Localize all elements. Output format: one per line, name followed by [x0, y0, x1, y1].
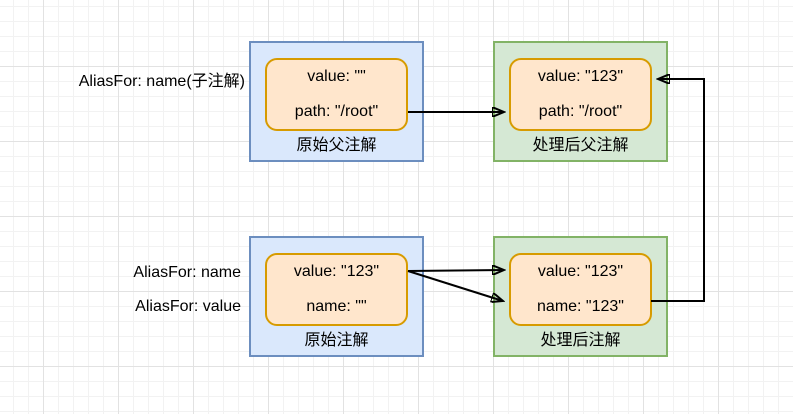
field-value: value: "123"	[537, 263, 624, 281]
arrow-name-to-parent-value[interactable]	[651, 79, 705, 302]
box-original-parent[interactable]: value: "" path: "/root" 原始父注解	[249, 41, 424, 162]
record-original-parent[interactable]: value: "" path: "/root"	[265, 58, 408, 131]
annotation-aliasfor-name: AliasFor: name	[133, 264, 241, 281]
arrow-value-to-value[interactable]	[407, 270, 504, 271]
box-label-original-parent: 原始父注解	[296, 137, 377, 154]
field-value: value: "123"	[537, 68, 624, 86]
arrow-value-to-name[interactable]	[407, 270, 503, 301]
field-name: name: "123"	[537, 297, 624, 315]
annotation-aliasfor-child: AliasFor: name(子注解)	[78, 73, 245, 90]
box-original[interactable]: value: "123" name: "" 原始注解	[249, 236, 424, 357]
record-processed[interactable]: value: "123" name: "123"	[509, 253, 652, 326]
field-name: name: ""	[306, 297, 367, 315]
box-label-processed-parent: 处理后父注解	[532, 137, 629, 154]
field-value: value: "123"	[293, 263, 380, 281]
box-label-original: 原始注解	[304, 332, 369, 349]
box-processed[interactable]: value: "123" name: "123" 处理后注解	[493, 236, 668, 357]
box-processed-parent[interactable]: value: "123" path: "/root" 处理后父注解	[493, 41, 668, 162]
record-original[interactable]: value: "123" name: ""	[265, 253, 408, 326]
field-path: path: "/root"	[538, 102, 623, 120]
record-processed-parent[interactable]: value: "123" path: "/root"	[509, 58, 652, 131]
field-path: path: "/root"	[294, 102, 379, 120]
box-label-processed: 处理后注解	[540, 332, 621, 349]
annotation-aliasfor-value: AliasFor: value	[135, 298, 241, 315]
field-value: value: ""	[307, 68, 366, 86]
